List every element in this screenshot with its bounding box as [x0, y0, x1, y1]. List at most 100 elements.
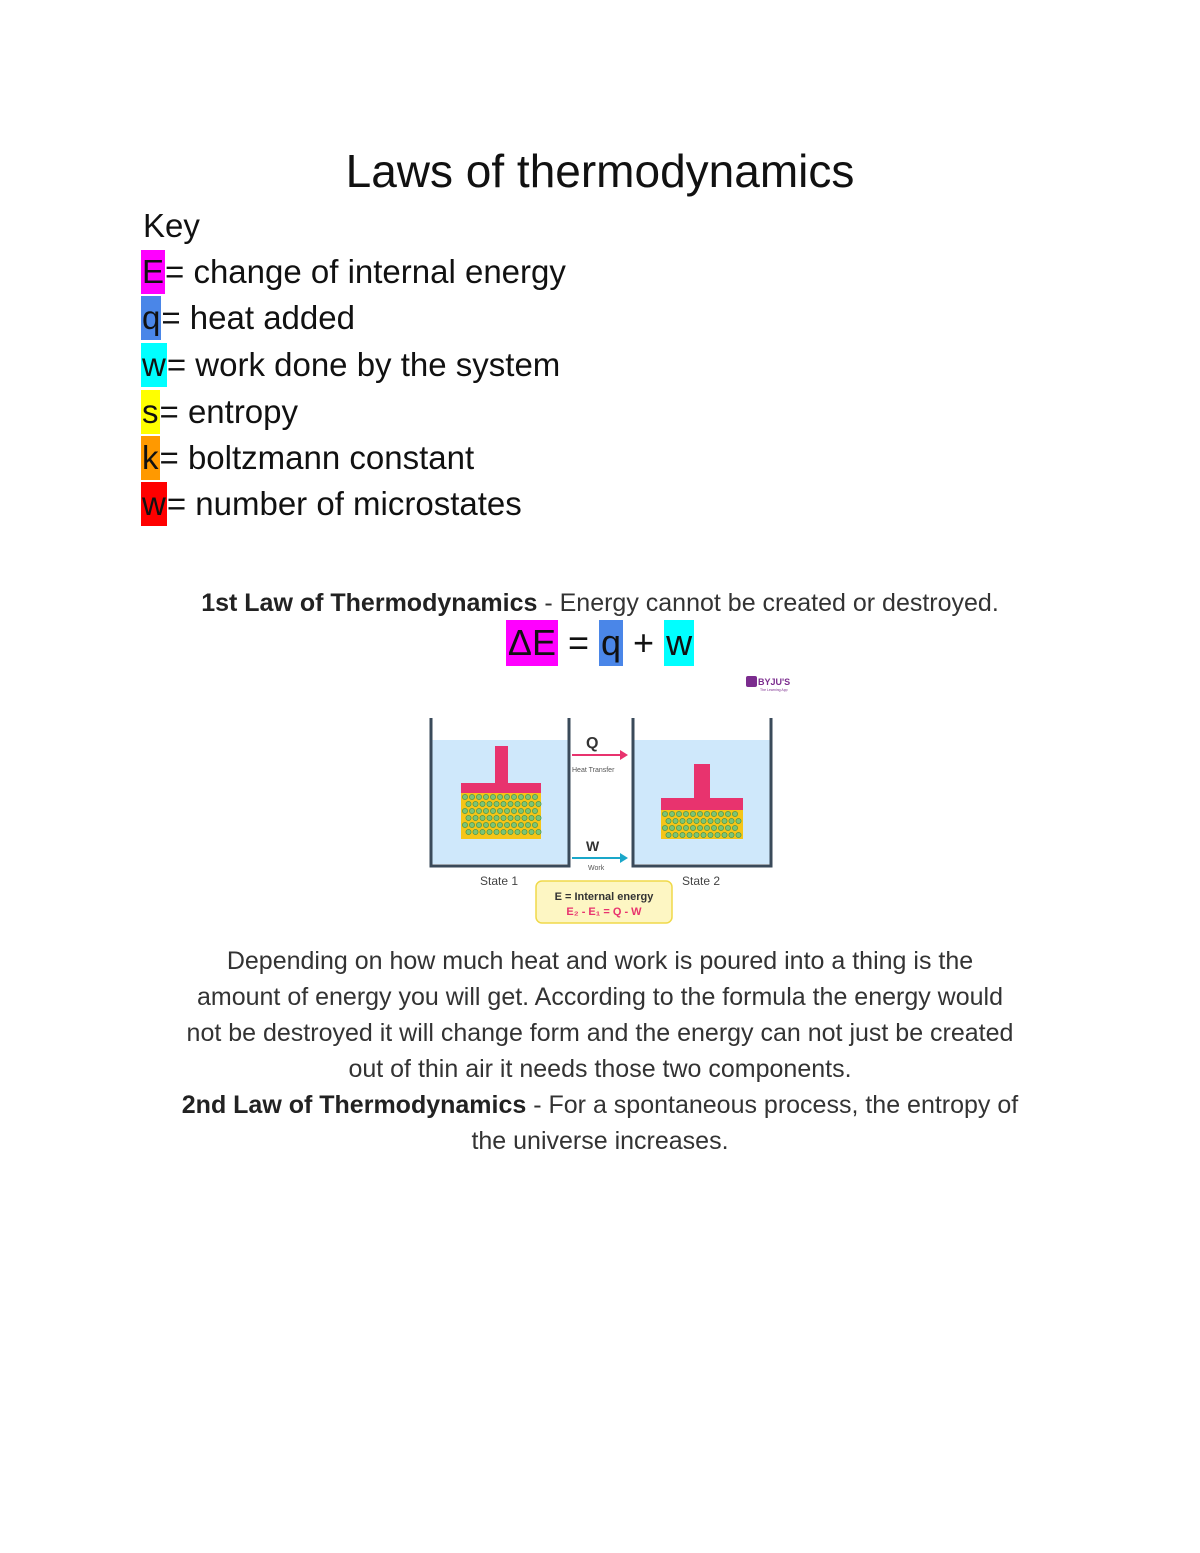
first-law-explanation: Depending on how much heat and work is p…: [140, 943, 1060, 1087]
key-text: = work done by the system: [166, 346, 561, 383]
piston: [661, 798, 743, 810]
gas-particle: [707, 832, 714, 838]
first-law-title: 1st Law of Thermodynamics: [201, 589, 538, 617]
gas-particle: [676, 825, 682, 831]
gas-particle: [683, 811, 689, 817]
key-item-microstates: w= number of microstates: [141, 482, 522, 526]
gas-particle: [525, 794, 531, 800]
gas-particle: [679, 818, 686, 824]
work-arrow: W Work: [572, 838, 628, 872]
gas-particle: [672, 818, 679, 824]
gas-particle: [697, 811, 703, 817]
key-text: = change of internal energy: [165, 253, 566, 290]
gas-particle: [511, 808, 517, 814]
gas-particle: [497, 794, 503, 800]
logo-text: BYJU'S: [758, 677, 790, 687]
internal-energy-box: E = Internal energy E₂ - E₁ = Q - W: [535, 880, 673, 924]
gas-particle: [662, 811, 668, 817]
gas-particle: [504, 822, 510, 828]
gas-particle: [676, 811, 682, 817]
svg-text:Work: Work: [588, 865, 605, 872]
second-law-statement: For a spontaneous process, the entropy o…: [548, 1091, 1019, 1119]
gas-particle: [707, 818, 714, 824]
state1-container: [429, 718, 571, 868]
gas-particle: [497, 808, 503, 814]
gas-particle: [483, 794, 489, 800]
gas-particle: [686, 818, 693, 824]
gas-particle: [511, 822, 517, 828]
gas-particle: [704, 811, 710, 817]
box-line1: E = Internal energy: [555, 891, 655, 903]
gas-particle: [490, 822, 496, 828]
gas-particle: [521, 801, 528, 807]
gas-particle: [679, 832, 686, 838]
gas-particle: [693, 818, 700, 824]
gas-particle: [479, 815, 486, 821]
gas-particle: [528, 815, 535, 821]
gas-particle: [486, 815, 493, 821]
gas-particle: [532, 808, 538, 814]
gas-particle: [469, 822, 475, 828]
gas-particle: [511, 794, 517, 800]
gas-particle: [472, 801, 479, 807]
gas-particle: [476, 822, 482, 828]
gas-particle: [472, 829, 479, 835]
separator: -: [526, 1091, 549, 1119]
key-text: = heat added: [161, 299, 355, 336]
eq-q: q: [599, 620, 624, 666]
eq-equals: =: [557, 622, 600, 663]
gas-particle: [465, 815, 472, 821]
gas-particle: [476, 794, 482, 800]
heat-transfer-arrow: Q Heat Transfer: [572, 735, 628, 774]
gas-particle: [514, 829, 521, 835]
gas-particle: [735, 818, 742, 824]
gas-particle: [700, 818, 707, 824]
gas-particle: [690, 811, 696, 817]
gas-particle: [662, 825, 668, 831]
gas-particle: [718, 825, 724, 831]
gas-particle: [465, 829, 472, 835]
key-symbol: k: [141, 436, 160, 480]
state2-container: [631, 718, 773, 868]
gas-particle: [718, 811, 724, 817]
gas-particles: [462, 794, 542, 835]
key-item-work: w= work done by the system: [141, 343, 560, 387]
second-law: 2nd Law of Thermodynamics - For a sponta…: [140, 1087, 1060, 1159]
gas-particle: [483, 808, 489, 814]
first-law-diagram: BYJU'S The Learning App Q Heat Transfer …: [429, 676, 790, 924]
gas-particle: [528, 801, 535, 807]
gas-particle: [725, 811, 731, 817]
svg-text:W: W: [586, 838, 600, 854]
gas-particle: [493, 829, 500, 835]
gas-particle: [669, 825, 675, 831]
gas-particle: [693, 832, 700, 838]
gas-particle: [686, 832, 693, 838]
gas-particle: [514, 815, 521, 821]
gas-particle: [493, 815, 500, 821]
gas-particle: [711, 811, 717, 817]
gas-particle: [507, 801, 514, 807]
gas-particle: [721, 832, 728, 838]
gas-particle: [711, 825, 717, 831]
gas-particle: [669, 811, 675, 817]
gas-particles: [662, 811, 742, 838]
gas-particle: [483, 822, 489, 828]
gas-particle: [528, 829, 535, 835]
gas-particle: [490, 794, 496, 800]
gas-particle: [535, 829, 542, 835]
svg-text:Heat Transfer: Heat Transfer: [572, 767, 615, 774]
gas-particle: [665, 832, 672, 838]
key-item-entropy: s= entropy: [141, 390, 298, 434]
gas-particle: [479, 829, 486, 835]
second-law-line1: 2nd Law of Thermodynamics - For a sponta…: [140, 1087, 1060, 1123]
key-symbol: E: [141, 250, 166, 294]
gas-particle: [504, 794, 510, 800]
gas-particle: [700, 832, 707, 838]
paragraph-line: not be destroyed it will change form and…: [186, 1019, 1014, 1047]
gas-particle: [469, 808, 475, 814]
eq-delta-e: ΔE: [505, 620, 558, 666]
gas-particle: [507, 815, 514, 821]
first-law-equation: ΔE = q + w: [0, 620, 1200, 666]
gas-particle: [465, 801, 472, 807]
gas-particle: [518, 822, 524, 828]
